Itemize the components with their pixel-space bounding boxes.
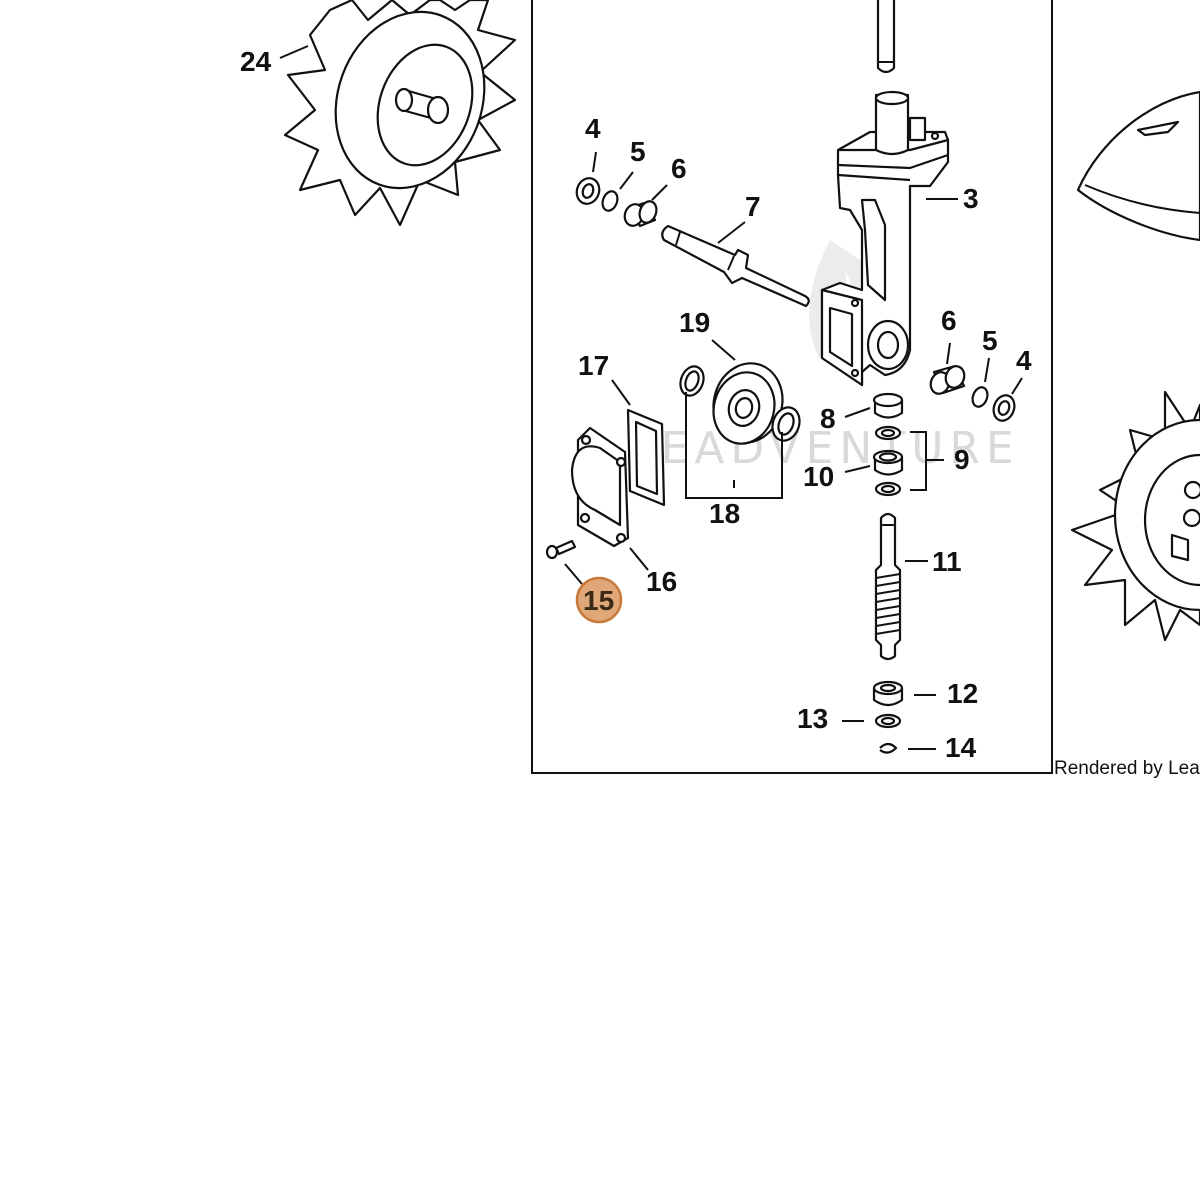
callout-8[interactable]: 8	[820, 403, 836, 434]
leader-lines	[279, 45, 1023, 750]
screw-15	[545, 539, 577, 560]
callout-18[interactable]: 18	[709, 498, 740, 529]
callout-16[interactable]: 16	[646, 566, 677, 597]
sprocket-wheel-right	[1070, 390, 1200, 642]
shaft-top	[876, 0, 896, 74]
callout-14[interactable]: 14	[945, 732, 977, 763]
callout-24[interactable]: 24	[240, 46, 272, 77]
gasket-17	[626, 408, 666, 507]
bottom-spacers	[872, 680, 904, 754]
callouts: 24 3 4 5 6 7 6 5 4 19 17 8 9 10 18 11 16…	[240, 46, 1032, 763]
spacers-8-10	[872, 392, 904, 497]
callout-3[interactable]: 3	[963, 183, 979, 214]
cover-16	[570, 426, 630, 548]
callout-4-right[interactable]: 4	[1016, 345, 1032, 376]
render-credit: Rendered by Lead	[1054, 758, 1200, 779]
callout-11[interactable]: 11	[932, 546, 962, 577]
shaft-7	[661, 224, 810, 308]
callout-6-left[interactable]: 6	[671, 153, 687, 184]
callout-9[interactable]: 9	[954, 444, 970, 475]
callout-5-left[interactable]: 5	[630, 136, 646, 167]
highlight-15[interactable]	[575, 576, 623, 624]
callout-12[interactable]: 12	[947, 678, 978, 709]
callout-6-right[interactable]: 6	[941, 305, 957, 336]
bracket-housing-3	[820, 90, 950, 387]
callout-10[interactable]: 10	[803, 461, 834, 492]
inset-frame	[531, 0, 1053, 774]
sprocket-wheel-24	[283, 0, 517, 227]
threaded-shaft-11	[874, 512, 902, 661]
callout-17[interactable]: 17	[578, 350, 609, 381]
callout-15[interactable]: 15	[583, 585, 614, 616]
callout-4-left[interactable]: 4	[585, 113, 601, 144]
washers-left	[575, 177, 658, 228]
callout-5-right[interactable]: 5	[982, 325, 998, 356]
washers-right	[929, 364, 1016, 422]
blade-cover	[1076, 90, 1200, 242]
callout-7[interactable]: 7	[745, 191, 761, 222]
watermark-text: LEADVENTURE	[630, 423, 1020, 474]
gear-19	[679, 362, 801, 445]
callout-19[interactable]: 19	[679, 307, 710, 338]
callout-13[interactable]: 13	[797, 703, 828, 734]
